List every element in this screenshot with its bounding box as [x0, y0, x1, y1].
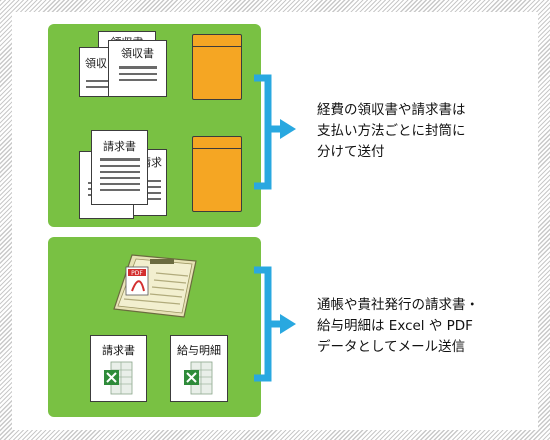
expense-caption-line-2: 支払い方法ごとに封筒に: [317, 123, 466, 139]
digital-caption-line-3: データとしてメール送信: [317, 339, 466, 355]
expense-caption-line-3: 分けて送付: [317, 144, 385, 160]
expense-caption: 経費の領収書や請求書は 支払い方法ごとに封筒に 分けて送付: [317, 100, 466, 163]
invoice-front-title: 請求書: [103, 140, 136, 153]
expense-caption-line-1: 経費の領収書や請求書は: [317, 102, 466, 118]
digital-caption-line-2: 給与明細は Excel や PDF: [317, 318, 473, 334]
invoice-excel-file: 請求書: [90, 335, 147, 402]
envelope-icon: [192, 136, 242, 212]
pdf-badge-label: PDF: [131, 270, 143, 277]
receipt-doc-front: 領収書: [108, 40, 167, 97]
invoice-doc-front: 請求書: [91, 130, 148, 205]
receipt-mid-title: 領収: [85, 57, 107, 70]
digital-caption: 通帳や貴社発行の請求書・ 給与明細は Excel や PDF データとしてメール…: [317, 295, 479, 358]
invoice-excel-label: 請求書: [102, 344, 135, 357]
diagram-canvas: 領収書 領収 領収書 請求: [12, 12, 538, 430]
excel-icon: [184, 361, 213, 395]
digital-caption-line-1: 通帳や貴社発行の請求書・: [317, 297, 479, 313]
receipt-front-title: 領収書: [121, 47, 154, 60]
pdf-document-icon: PDF: [113, 254, 197, 318]
payslip-excel-label: 給与明細: [177, 344, 221, 357]
excel-icon: [104, 361, 133, 395]
bracket-arrow-icon: [254, 266, 296, 382]
expense-documents-panel: 領収書 領収 領収書 請求: [48, 24, 261, 227]
envelope-icon: [192, 34, 242, 100]
payslip-excel-file: 給与明細: [170, 335, 228, 402]
digital-documents-panel: PDF 請求書 給与明細: [48, 237, 261, 417]
bracket-arrow-icon: [254, 74, 296, 190]
